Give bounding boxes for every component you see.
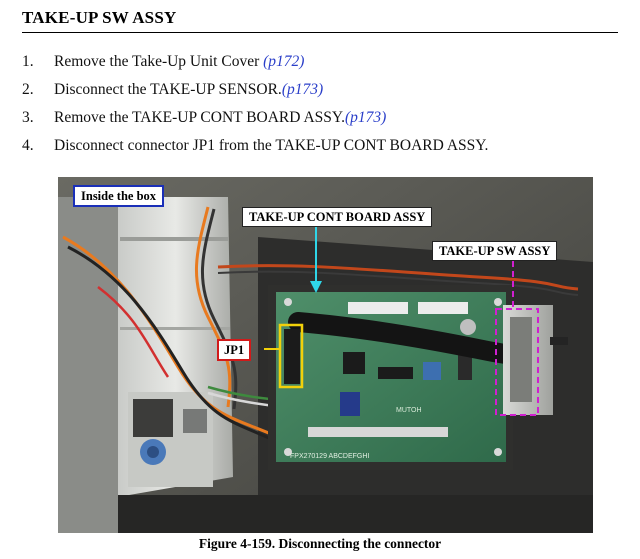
assembly-photo: MUTOH FPX270129 ABCDEFGHI — [58, 177, 593, 533]
step-text: Remove the TAKE-UP CONT BOARD ASSY. — [54, 109, 345, 126]
step-text: Disconnect the TAKE-UP SENSOR. — [54, 81, 282, 98]
procedure-steps: 1. Remove the Take-Up Unit Cover (p172) 2… — [22, 51, 488, 163]
step-number: 2. — [22, 81, 34, 98]
jp1-connector — [284, 329, 300, 384]
step-text: Disconnect connector JP1 from the TAKE-U… — [54, 137, 489, 154]
step-number: 1. — [22, 53, 34, 70]
inside-the-box-label: Inside the box — [73, 185, 165, 207]
section-heading: TAKE-UP SW ASSY — [22, 8, 177, 27]
step-1: 1. Remove the Take-Up Unit Cover (p172) — [22, 51, 488, 79]
heading-divider — [22, 32, 618, 33]
sw-highlight — [495, 308, 539, 416]
box-wall — [58, 197, 128, 533]
page-reference-link[interactable]: (p172) — [263, 53, 305, 70]
take-up-cont-board-label: TAKE-UP CONT BOARD ASSY — [242, 207, 433, 227]
step-text: Remove the Take-Up Unit Cover — [54, 53, 264, 70]
board-silkscreen-text: FPX270129 ABCDEFGHI — [290, 453, 369, 460]
step-3: 3. Remove the TAKE-UP CONT BOARD ASSY.(p1… — [22, 107, 488, 135]
photo-illustration: MUTOH FPX270129 ABCDEFGHI — [58, 177, 593, 533]
take-up-sw-assy-label: TAKE-UP SW ASSY — [432, 241, 558, 261]
page-reference-link[interactable]: (p173) — [345, 109, 387, 126]
page-reference-link[interactable]: (p173) — [281, 81, 324, 98]
step-number: 4. — [22, 137, 34, 154]
jp1-highlight — [278, 323, 304, 389]
step-4: 4. Disconnect connector JP1 from the TAKE… — [22, 135, 488, 163]
figure-caption: Figure 4-159. Disconnecting the connecto… — [198, 536, 442, 551]
board-brand-text: MUTOH — [396, 407, 422, 414]
jp1-label: JP1 — [217, 339, 252, 361]
step-number: 3. — [22, 109, 34, 126]
step-2: 2. Disconnect the TAKE-UP SENSOR.(p173) — [22, 79, 488, 107]
